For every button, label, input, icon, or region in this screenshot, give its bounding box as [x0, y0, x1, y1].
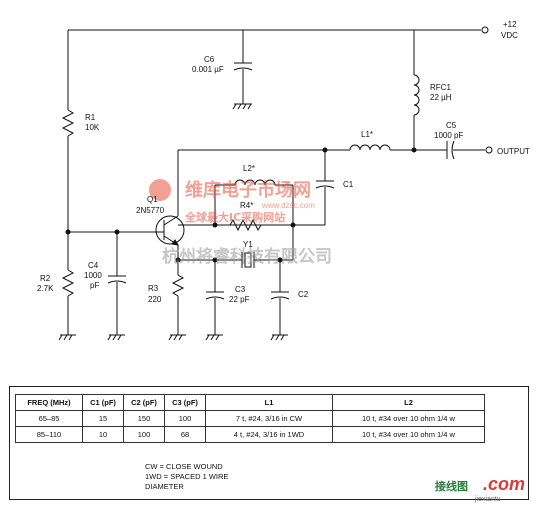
c4-value-1: 1000: [84, 271, 102, 280]
component-values-table: FREQ (MHz) C1 (pF) C2 (pF) C3 (pF) L1 L2…: [15, 394, 485, 443]
r2-value: 2.7K: [37, 284, 54, 293]
cell-c3: 100: [164, 410, 206, 427]
table-row: 65–85 15 150 100 7 t, #24, 3/16 in CW 10…: [15, 410, 485, 427]
l1-name: L1*: [361, 130, 373, 139]
table-header-row: FREQ (MHz) C1 (pF) C2 (pF) C3 (pF) L1 L2: [15, 394, 485, 411]
c5-name: C5: [446, 121, 457, 130]
watermark-url: www.dzsc.com: [261, 201, 315, 210]
watermark-overlay: 杭州将睿科技有限公司: [162, 246, 332, 267]
output-label: OUTPUT: [497, 147, 530, 156]
q1-value: 2N5770: [136, 206, 165, 215]
r1-value: 10K: [85, 123, 100, 132]
c6-value: 0.001 µF: [192, 65, 224, 74]
l2-name: L2*: [243, 164, 255, 173]
watermark: 维库电子市场网 全球最大IC采购网站 www.dzsc.com 杭州将睿科技有限…: [149, 179, 332, 267]
watermark-subtitle: 全球最大IC采购网站: [184, 210, 285, 224]
c2-name: C2: [298, 290, 309, 299]
cell-l2: 10 t, #34 over 10 ohm 1/4 w: [332, 410, 485, 427]
header-l2: L2: [332, 394, 485, 411]
note-line: CW = CLOSE WOUND: [145, 462, 223, 471]
brand-url: jiexiantu: [475, 496, 501, 503]
r4-name: R4*: [240, 201, 253, 210]
parts-table-panel: FREQ (MHz) C1 (pF) C2 (pF) C3 (pF) L1 L2…: [9, 386, 529, 500]
supply-label-2: VDC: [501, 31, 518, 40]
c3-value: 22 pF: [229, 295, 250, 304]
rfc1-value: 22 µH: [430, 93, 452, 102]
header-freq: FREQ (MHz): [15, 394, 83, 411]
c1-name: C1: [343, 180, 354, 189]
cell-freq: 65–85: [15, 410, 83, 427]
r1-name: R1: [85, 113, 96, 122]
y1-name: Y1: [243, 240, 253, 249]
brand-logo: 接线图 .com jiexiantu: [435, 474, 535, 506]
q1-name: Q1: [147, 195, 158, 204]
cell-c1: 15: [82, 410, 124, 427]
header-c2: C2 (pF): [123, 394, 165, 411]
c5-value: 1000 pF: [434, 131, 463, 140]
cell-freq: 85–110: [15, 426, 83, 443]
header-c3: C3 (pF): [164, 394, 206, 411]
header-c1: C1 (pF): [82, 394, 124, 411]
r2-name: R2: [40, 274, 51, 283]
cell-l2: 10 t, #34 over 10 ohm 1/4 w: [332, 426, 485, 443]
c6-name: C6: [204, 55, 215, 64]
cell-l1: 4 t, #24, 3/16 in 1WD: [205, 426, 333, 443]
cell-l1: 7 t, #24, 3/16 in CW: [205, 410, 333, 427]
cell-c2: 150: [123, 410, 165, 427]
cell-c3: 68: [164, 426, 206, 443]
header-l1: L1: [205, 394, 333, 411]
table-notes: CW = CLOSE WOUND 1WD = SPACED 1 WIRE DIA…: [145, 462, 228, 492]
oscillator-schematic: 维库电子市场网 全球最大IC采购网站 www.dzsc.com 杭州将睿科技有限…: [37, 20, 530, 341]
r3-value: 220: [148, 295, 162, 304]
note-line: DIAMETER: [145, 482, 184, 491]
table-row: 85–110 10 100 68 4 t, #24, 3/16 in 1WD 1…: [15, 426, 485, 443]
watermark-title: 维库电子市场网: [185, 179, 311, 201]
brand-com: .com: [483, 474, 526, 494]
rfc1-name: RFC1: [430, 83, 451, 92]
c4-value-2: pF: [90, 281, 99, 290]
note-line: 1WD = SPACED 1 WIRE: [145, 472, 229, 481]
c3-name: C3: [235, 285, 246, 294]
brand-cn: 接线图: [435, 480, 468, 493]
supply-label-1: +12: [503, 20, 517, 29]
cell-c1: 10: [82, 426, 124, 443]
cell-c2: 100: [123, 426, 165, 443]
c4-name: C4: [88, 261, 99, 270]
r3-name: R3: [148, 284, 159, 293]
